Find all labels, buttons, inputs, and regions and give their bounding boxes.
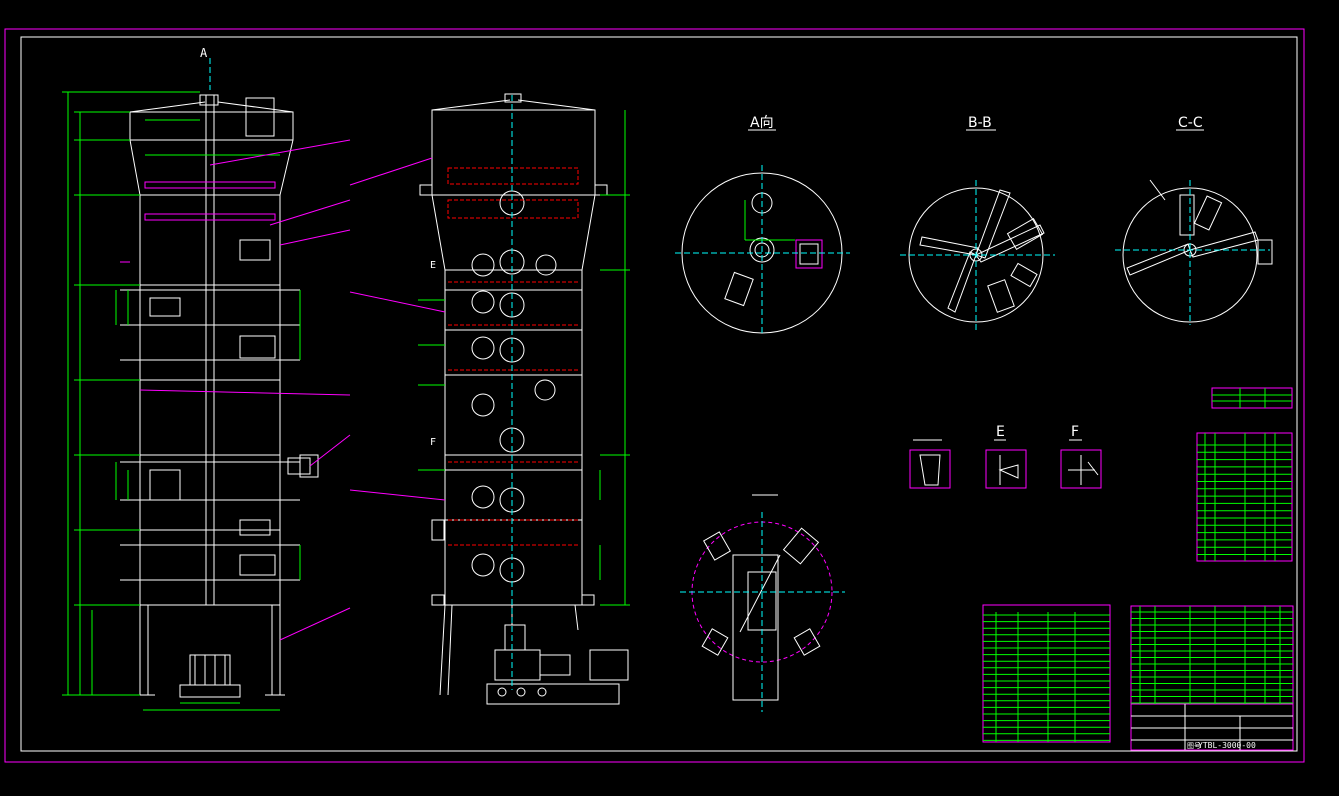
left-leader-lines xyxy=(120,139,351,641)
section-b-centerlines xyxy=(900,180,1055,330)
section-a-title: A向 xyxy=(750,115,774,131)
title-block xyxy=(1130,703,1294,751)
left-elevation-view xyxy=(120,94,319,698)
bottom-section-centerlines xyxy=(680,512,845,712)
view-a-marker: A xyxy=(200,46,208,60)
title-block-label: 图号 xyxy=(1187,742,1201,750)
section-b-title: B-B xyxy=(968,115,992,131)
section-c-centerlines xyxy=(1115,180,1270,325)
middle-green-dims xyxy=(418,110,630,606)
middle-elevation-view xyxy=(419,93,629,705)
middle-hidden-trays xyxy=(447,167,580,546)
drawing-number: YTBL-3000-00 xyxy=(1198,741,1256,750)
section-a-centerlines xyxy=(675,165,850,335)
left-dimension-lines xyxy=(62,91,301,711)
revision-table xyxy=(1211,387,1293,409)
left-marker-e: E xyxy=(430,260,436,271)
section-a-dims xyxy=(744,200,795,241)
inner-frame xyxy=(20,36,1298,752)
detail-e-title: E xyxy=(996,424,1005,440)
detail-f-title: F xyxy=(1071,424,1079,440)
detail-views xyxy=(909,439,1102,489)
left-marker-f: F xyxy=(430,437,436,448)
table-grid-lines xyxy=(983,433,1293,742)
section-c-title: C-C xyxy=(1178,115,1203,131)
motor-left-icon xyxy=(179,654,241,698)
outer-frame xyxy=(4,28,1305,763)
tech-table xyxy=(982,604,1111,743)
section-c-view xyxy=(1122,179,1273,323)
middle-leaders xyxy=(349,157,446,501)
